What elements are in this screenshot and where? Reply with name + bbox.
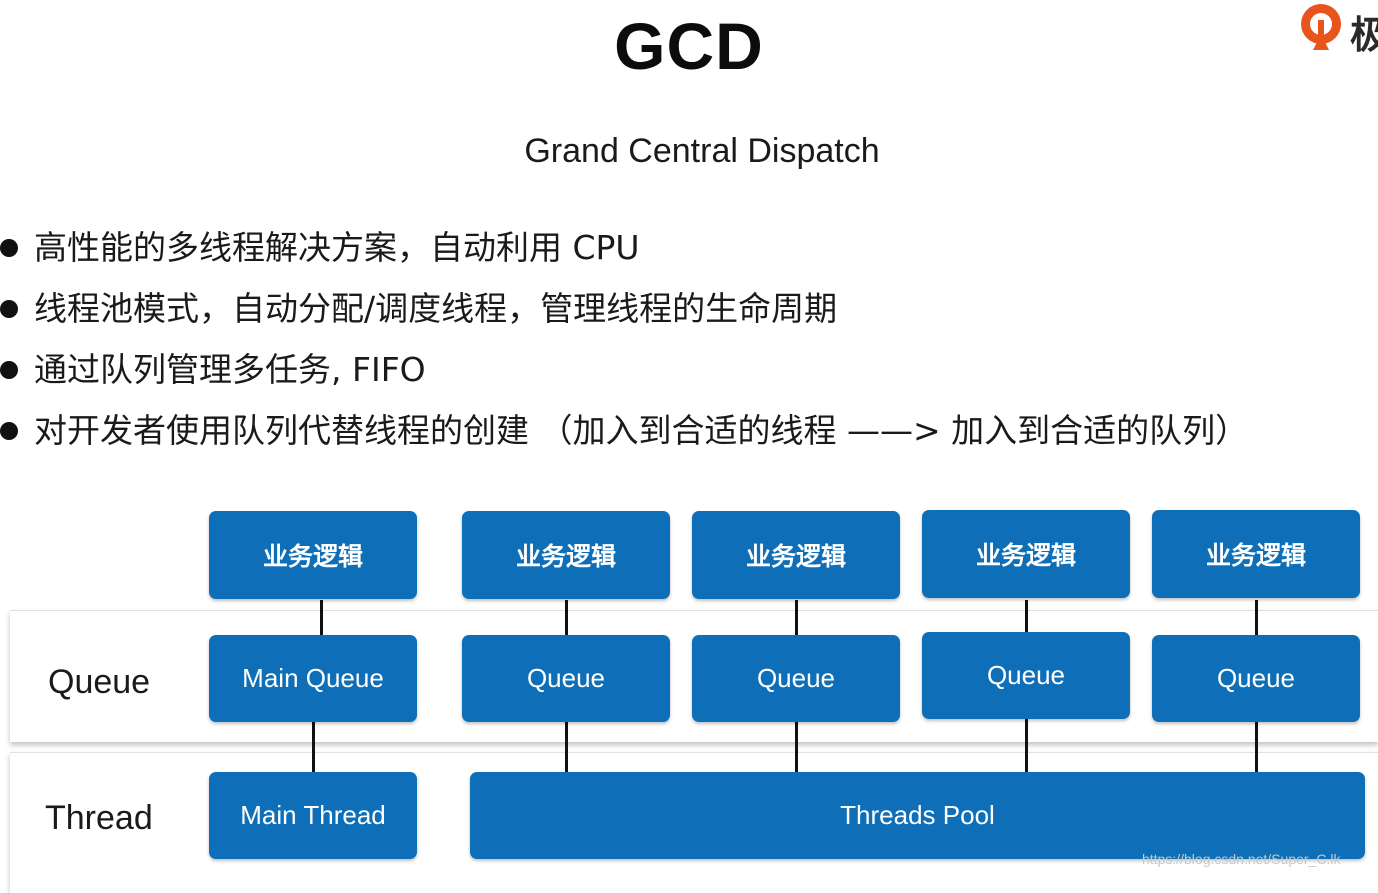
bullet-dot-icon	[0, 300, 18, 318]
queue-box: Queue	[922, 632, 1130, 719]
connector-line	[565, 600, 568, 636]
connector-line	[312, 721, 315, 773]
list-item-text: 线程池模式，自动分配/调度线程，管理线程的生命周期	[34, 289, 838, 328]
watermark: https://blog.csdn.net/Super_C.lk	[1142, 851, 1341, 867]
list-item-text: 通过队列管理多任务, FIFO	[34, 350, 426, 389]
list-item-text: 高性能的多线程解决方案，自动利用 CPU	[34, 228, 640, 267]
queue-box: Queue	[692, 635, 900, 722]
list-item-text: 对开发者使用队列代替线程的创建 （加入到合适的线程 ——> 加入到合适的队列）	[34, 411, 1249, 450]
business-logic-box: 业务逻辑	[922, 510, 1130, 598]
feature-list: 高性能的多线程解决方案，自动利用 CPU 线程池模式，自动分配/调度线程，管理线…	[0, 222, 1248, 466]
queue-box: Queue	[462, 635, 670, 722]
connector-line	[1255, 600, 1258, 636]
connector-line	[1025, 600, 1028, 634]
business-logic-box: 业务逻辑	[1152, 510, 1360, 598]
brand-logo: 极	[1296, 0, 1378, 56]
bullet-dot-icon	[0, 239, 18, 257]
thread-lane-label: Thread	[45, 799, 153, 837]
page-title: GCD	[614, 9, 764, 83]
connector-line	[795, 600, 798, 636]
main-queue-box: Main Queue	[209, 635, 417, 722]
queue-lane-label: Queue	[48, 663, 151, 701]
logo-mark-icon	[1301, 4, 1341, 50]
page-subtitle: Grand Central Dispatch	[524, 132, 880, 170]
business-logic-box: 业务逻辑	[692, 511, 900, 599]
connector-line	[1255, 721, 1258, 773]
business-logic-box: 业务逻辑	[209, 511, 417, 599]
bullet-dot-icon	[0, 361, 18, 379]
connector-line	[795, 721, 798, 773]
list-item: 对开发者使用队列代替线程的创建 （加入到合适的线程 ——> 加入到合适的队列）	[0, 405, 1248, 466]
connector-line	[320, 600, 323, 643]
threads-pool-box: Threads Pool	[470, 772, 1365, 859]
list-item: 高性能的多线程解决方案，自动利用 CPU	[0, 222, 1248, 283]
business-logic-box: 业务逻辑	[462, 511, 670, 599]
logo-glyph: 极	[1350, 13, 1378, 56]
queue-box: Queue	[1152, 635, 1360, 722]
connector-line	[1025, 718, 1028, 773]
main-thread-box: Main Thread	[209, 772, 417, 859]
connector-line	[565, 721, 568, 773]
bullet-dot-icon	[0, 422, 18, 440]
list-item: 通过队列管理多任务, FIFO	[0, 344, 1248, 405]
list-item: 线程池模式，自动分配/调度线程，管理线程的生命周期	[0, 283, 1248, 344]
